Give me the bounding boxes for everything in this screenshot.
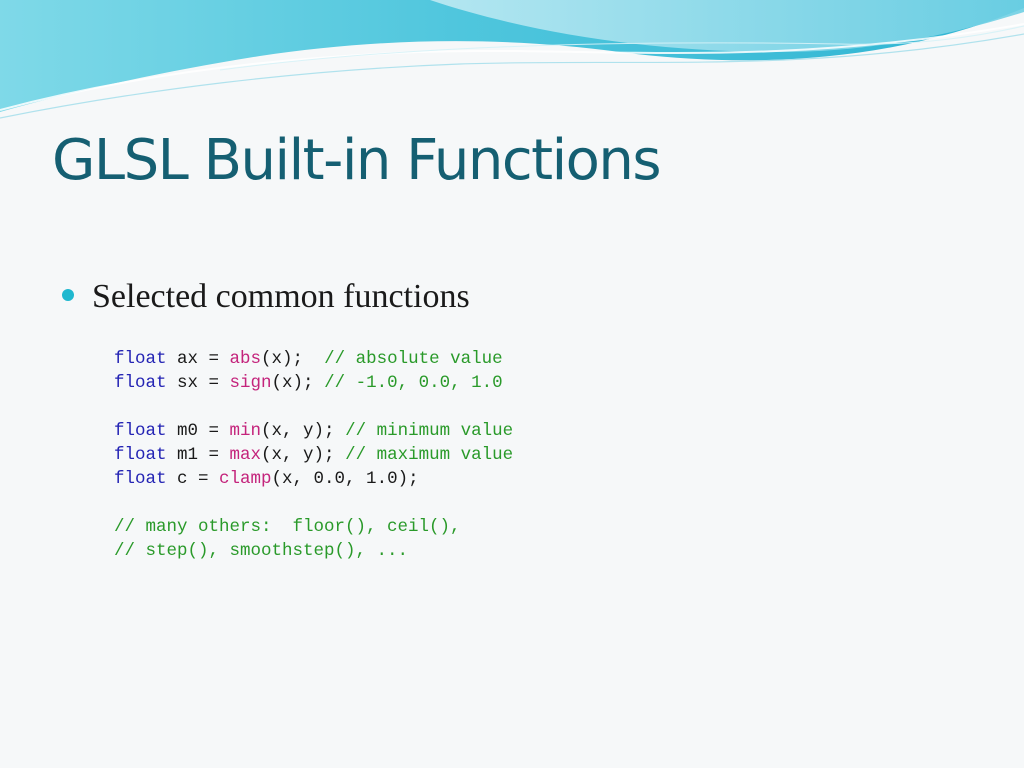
- code-keyword: float: [114, 469, 167, 489]
- code-text: c =: [166, 469, 220, 489]
- code-text: m0 =: [166, 421, 230, 441]
- code-text: (x, y);: [261, 445, 346, 465]
- code-text: m1 =: [166, 445, 230, 465]
- code-comment: // many others: floor(), ceil(),: [114, 517, 461, 537]
- code-function: max: [229, 445, 262, 465]
- code-keyword: float: [114, 349, 167, 369]
- code-function: abs: [229, 349, 262, 369]
- code-text: (x);: [271, 373, 325, 393]
- code-function: sign: [229, 373, 272, 393]
- code-line-2: float sx = sign(x); // -1.0, 0.0, 1.0: [114, 371, 513, 395]
- code-comment: // minimum value: [345, 421, 514, 441]
- header-wave-decoration: [0, 0, 1024, 119]
- code-text: ax =: [166, 349, 230, 369]
- code-text: (x, y);: [261, 421, 346, 441]
- code-comment: // absolute value: [324, 349, 503, 369]
- code-function: clamp: [219, 469, 272, 489]
- code-comment: // step(), smoothstep(), ...: [114, 541, 409, 561]
- code-line-5: float c = clamp(x, 0.0, 1.0);: [114, 467, 513, 491]
- code-line-4: float m1 = max(x, y); // maximum value: [114, 443, 513, 467]
- bullet-text: Selected common functions: [92, 278, 470, 315]
- code-line-1: float ax = abs(x); // absolute value: [114, 347, 513, 371]
- code-comment: // -1.0, 0.0, 1.0: [324, 373, 503, 393]
- code-keyword: float: [114, 373, 167, 393]
- code-function: min: [229, 421, 262, 441]
- code-text: (x);: [261, 349, 325, 369]
- code-blank-line: [114, 491, 513, 515]
- code-text: sx =: [166, 373, 230, 393]
- code-line-3: float m0 = min(x, y); // minimum value: [114, 419, 513, 443]
- code-line-7: // step(), smoothstep(), ...: [114, 539, 513, 563]
- code-comment: // maximum value: [345, 445, 514, 465]
- code-line-6: // many others: floor(), ceil(),: [114, 515, 513, 539]
- code-text: (x, 0.0, 1.0);: [271, 469, 419, 489]
- slide-title: GLSL Built-in Functions: [52, 128, 662, 193]
- code-keyword: float: [114, 421, 167, 441]
- bullet-dot-icon: [62, 289, 74, 301]
- code-blank-line: [114, 395, 513, 419]
- code-keyword: float: [114, 445, 167, 465]
- code-block: float ax = abs(x); // absolute value flo…: [114, 347, 513, 563]
- bullet-item: Selected common functions: [62, 278, 470, 316]
